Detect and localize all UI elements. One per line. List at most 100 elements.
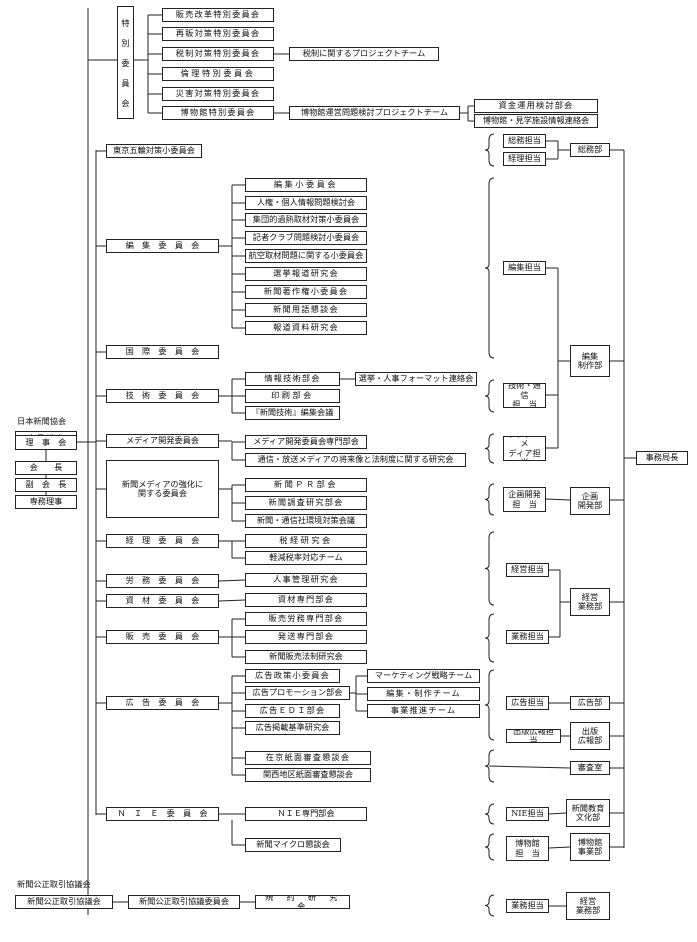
labor-sub-item: 人事管理研究会	[245, 573, 367, 587]
review-council-tokyo: 在京紙面審査懇談会	[245, 751, 371, 765]
newmedia-sub-item: 新聞・通信社環境対策会議	[245, 514, 367, 528]
special-committee-item: 再販対策特別委員会	[162, 27, 274, 41]
ad-sub-item: 広告政策小委員会	[245, 669, 340, 683]
newmedia-committee: 新聞メディアの強化に 関する委員会	[106, 460, 219, 518]
association-label: 日本新聞協会	[17, 416, 67, 426]
bylaw-study-group: 規 約 研 究 会	[255, 895, 350, 909]
secretariat-group: 経理担当	[503, 152, 546, 166]
brace-line	[484, 613, 495, 663]
fund-management-subcommittee: 資金運用検討部会	[474, 99, 598, 113]
tech-sub-item: 『新聞技術』編集会議	[245, 406, 340, 420]
ad-sub-item: 広告ＥＤＩ部会	[245, 704, 340, 718]
newmedia-sub-item: 新聞調査研究部会	[245, 496, 367, 510]
secretary-general: 事務局長	[636, 451, 688, 465]
secretariat-dept: 博物館 事業部	[570, 833, 610, 861]
sales-sub-item: 新聞販売法制研究会	[245, 650, 367, 664]
editorial-sub-item: 記者クラブ問題検討小委員会	[245, 231, 367, 245]
editorial-sub-item: 編集小委員会	[245, 178, 367, 192]
secretariat-group: 博物館 担 当	[506, 836, 549, 861]
editorial-sub-item: 航空取材問題に関する小委員会	[245, 249, 367, 263]
secretariat-dept: 総務部	[570, 143, 610, 157]
connector-line	[548, 846, 571, 849]
secretariat-group: 編集担当	[503, 261, 546, 275]
special-committee-item: 災害対策特別委員会	[162, 87, 274, 101]
tech-sub-item: 印刷部会	[245, 389, 340, 403]
brace-line	[484, 177, 495, 359]
tax-project-team: 税制に関するプロジェクトチーム	[289, 47, 439, 61]
ad-sub-item: 広告掲載基準研究会	[245, 721, 340, 735]
tokyo-olympics-subcommittee: 東京五輪対策小委員会	[106, 144, 202, 158]
secretariat-dept: 出版 広報部	[570, 722, 610, 750]
secretariat-dept: 広告部	[570, 696, 610, 710]
accounting-sub-item: 軽減税率対応チーム	[245, 551, 367, 565]
executive-director-box: 専務理事	[15, 495, 77, 509]
secretariat-group: 広告担当	[506, 696, 549, 710]
accounting-sub-item: 税経研究会	[245, 534, 367, 548]
sales-sub-item: 発送専門部会	[245, 630, 367, 644]
secretariat-dept: 企画 開発部	[570, 487, 610, 515]
secretariat-dept: 編集 制作部	[570, 345, 610, 377]
brace-line	[484, 379, 495, 413]
technology-committee: 技 術 委 員 会	[106, 389, 219, 403]
microfilm-council: 新聞マイクロ懇談会	[245, 838, 341, 852]
brace-line	[484, 483, 495, 516]
ad-sub-item: 広告プロモーション部会	[245, 686, 350, 700]
editorial-committee: 編 集 委 員 会	[106, 239, 219, 253]
newmedia-sub-item: 新聞ＰＲ部会	[245, 478, 367, 492]
media-development-committee: メディア開発委員会	[106, 434, 219, 448]
special-committee-box: 特別委員会	[117, 6, 134, 119]
editorial-sub-item: 選挙報道研究会	[245, 267, 367, 281]
secretariat-dept: 経営 業務部	[570, 588, 610, 616]
election-format-liaison: 選挙・人事フォーマット連絡会	[355, 372, 477, 386]
tech-sub-item: 情報技術部会	[245, 372, 340, 386]
ad-team-item: 編集・制作チーム	[367, 687, 480, 701]
secretariat-group: 技術・通信 担 当	[503, 383, 546, 408]
secretariat-dept: 新聞教育 文化部	[566, 799, 610, 827]
special-committee-item: 博物館特別委員会	[162, 106, 274, 120]
sales-sub-item: 販売労務専門部会	[245, 612, 367, 626]
fair-trade-council: 新聞公正取引協議会	[15, 895, 113, 909]
chairman-box: 会 長	[15, 461, 77, 475]
brace-line	[484, 803, 495, 825]
fair-trade-label: 新聞公正取引協議会	[17, 879, 91, 889]
secretariat-group: 企画開発 担 当	[503, 487, 546, 512]
brace-line	[484, 133, 495, 167]
ad-team-item: マーケティング戦略チーム	[367, 669, 480, 683]
brace-line	[484, 531, 495, 606]
special-committee-item: 販売改革特別委員会	[162, 8, 274, 22]
secretariat-group: 出版広報担当	[506, 729, 561, 743]
museum-info-liaison: 博物館・見学施設情報連絡会	[474, 114, 598, 128]
ad-team-item: 事業推進チーム	[367, 704, 480, 718]
materials-committee: 資 材 委 員 会	[106, 594, 219, 608]
editorial-sub-item: 新聞用語懇談会	[245, 303, 367, 317]
labor-committee: 労 務 委 員 会	[106, 574, 219, 588]
review-council-kansai: 関西地区紙面審査懇談会	[245, 768, 371, 782]
connector-line	[488, 765, 571, 769]
riji-box: 理 事 会	[15, 435, 77, 450]
secretariat-group: デジタルメ ディア担当	[503, 436, 546, 461]
media-sub-item: メディア開発委員会専門部会	[245, 435, 367, 449]
connector-line	[548, 812, 567, 815]
secretariat-dept: 審査室	[570, 761, 610, 775]
connector-line	[545, 498, 571, 501]
advertising-committee: 広 告 委 員 会	[106, 696, 219, 710]
secretariat-dept: 経営 業務部	[566, 892, 610, 920]
brace-line	[484, 669, 495, 741]
sales-committee: 販 売 委 員 会	[106, 630, 219, 644]
secretariat-group: NIE担当	[506, 807, 549, 821]
secretariat-group: 総務担当	[503, 134, 546, 148]
editorial-sub-item: 報道資料研究会	[245, 321, 367, 335]
secretariat-group: 業務担当	[506, 630, 549, 644]
connector-line	[218, 599, 246, 602]
fair-trade-committee: 新聞公正取引協議委員会	[128, 895, 240, 909]
special-committee-item: 税制対策特別委員会	[162, 47, 274, 61]
nie-sub-item: ＮＩＥ専門部会	[245, 807, 367, 821]
museum-project-team: 博物館運営問題検討プロジェクトチーム	[289, 106, 460, 120]
editorial-sub-item: 集団的過熱取材対策小委員会	[245, 213, 367, 227]
connector-line	[218, 579, 246, 582]
accounting-committee: 経 理 委 員 会	[106, 534, 219, 548]
brace-line	[484, 833, 495, 861]
nie-committee: Ｎ Ｉ Ｅ 委 員 会	[106, 807, 219, 821]
